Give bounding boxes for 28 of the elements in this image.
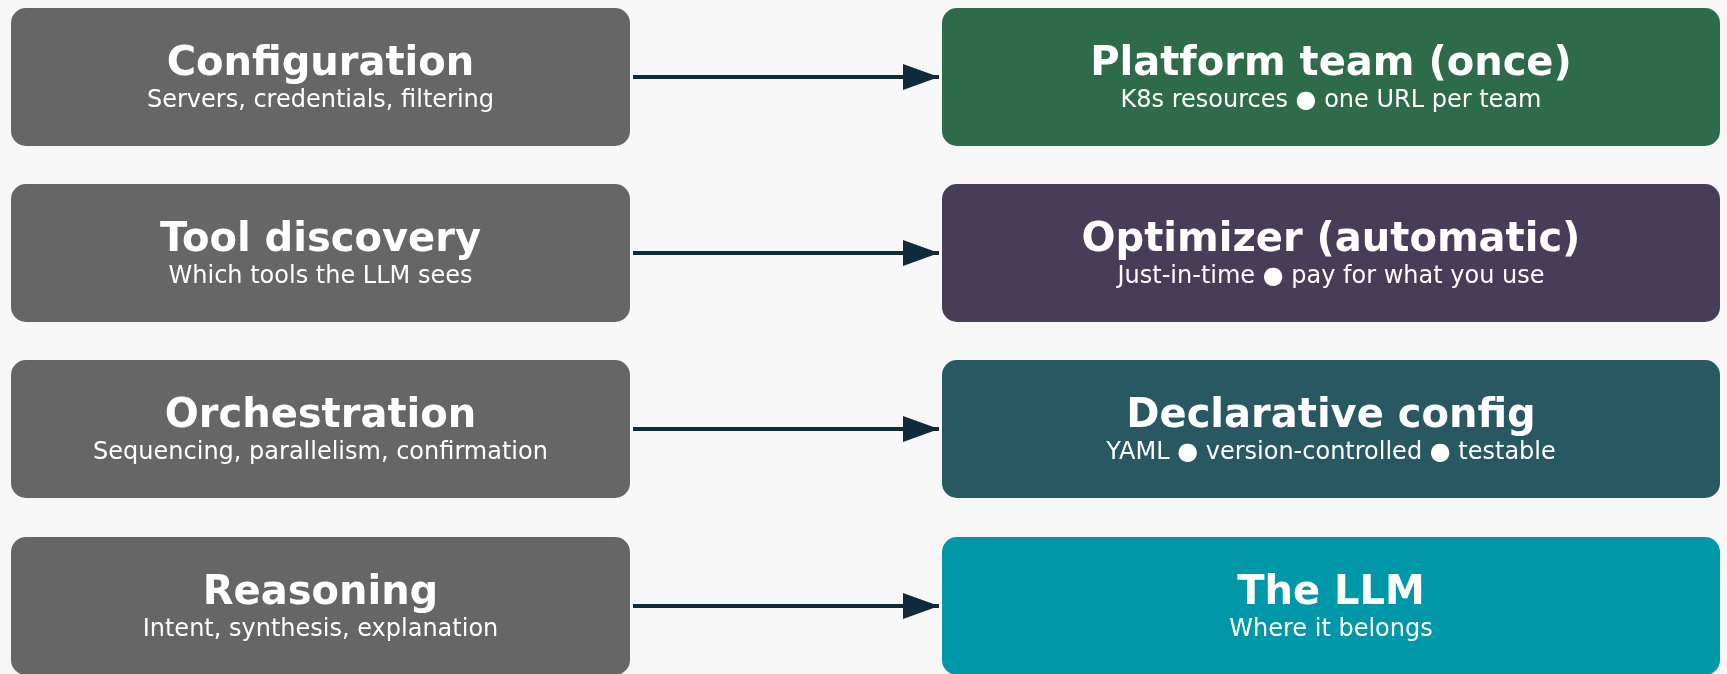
- arrow: [633, 593, 939, 619]
- box-title: Tool discovery: [160, 214, 481, 261]
- box-title: Optimizer (automatic): [1081, 214, 1581, 261]
- arrow: [633, 64, 939, 90]
- process-box: [942, 537, 1720, 674]
- box-subtitle: Intent, synthesis, explanation: [142, 613, 499, 645]
- arrow: [633, 416, 939, 442]
- process-box: [942, 8, 1720, 146]
- arrow: [633, 240, 939, 266]
- box-subtitle: Sequencing, parallelism, confirmation: [93, 436, 548, 468]
- box-title: Platform team (once): [1090, 38, 1572, 85]
- process-box: [942, 184, 1720, 322]
- box-subtitle: K8s resources ● one URL per team: [1120, 84, 1542, 116]
- box-subtitle: Where it belongs: [1229, 613, 1433, 645]
- box-subtitle: Servers, credentials, filtering: [146, 84, 495, 116]
- box-title: Declarative config: [1126, 390, 1536, 437]
- box-title: Configuration: [166, 38, 475, 85]
- box-subtitle: Just-in-time ● pay for what you use: [1117, 260, 1545, 292]
- box-subtitle: YAML ● version-controlled ● testable: [1106, 436, 1556, 468]
- process-box: [942, 360, 1720, 498]
- process-box: [11, 184, 630, 322]
- box-subtitle: Which tools the LLM sees: [168, 260, 473, 292]
- process-box: [11, 8, 630, 146]
- process-box: [11, 537, 630, 674]
- box-title: Reasoning: [202, 567, 439, 614]
- box-title: Orchestration: [164, 390, 477, 437]
- process-box: [11, 360, 630, 498]
- box-title: The LLM: [1237, 567, 1425, 614]
